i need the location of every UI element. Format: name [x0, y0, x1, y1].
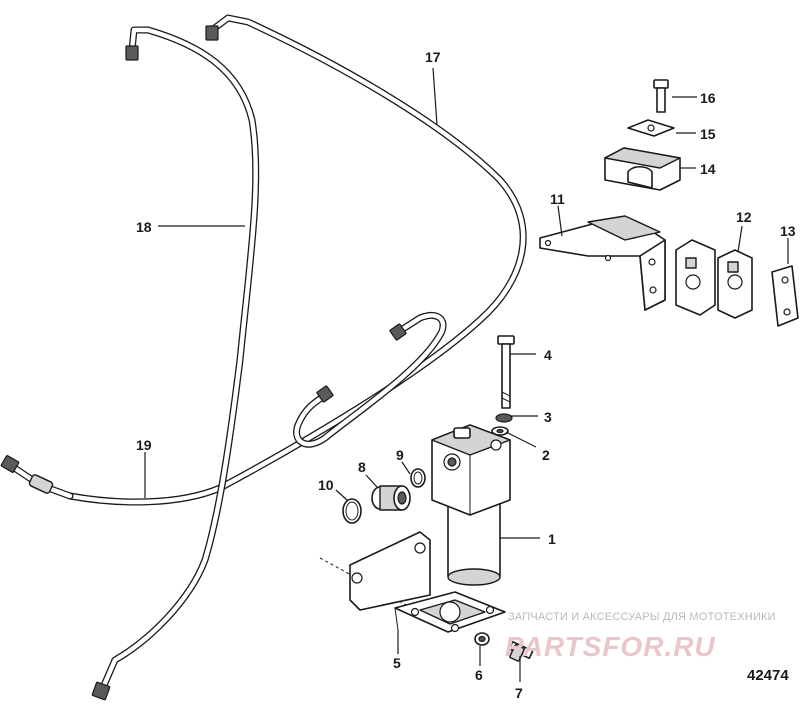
washer-2: [491, 426, 509, 436]
adapter-8: [371, 485, 411, 511]
plate-15: [627, 119, 675, 137]
tube-19: [293, 311, 447, 448]
tube-17: [66, 14, 527, 506]
callout-15: 15: [700, 126, 716, 142]
plate-13: [771, 265, 799, 327]
bolt-7: [508, 640, 534, 662]
callout-4: 4: [544, 347, 552, 363]
diagram-id: 42474: [747, 667, 789, 684]
callout-19: 19: [136, 437, 152, 453]
callout-17: 17: [425, 49, 441, 65]
leader-lines: [144, 67, 789, 682]
fitting-nut-loop-lower: [316, 385, 334, 403]
fitting-nut-top-left: [125, 45, 139, 61]
callout-5: 5: [393, 655, 401, 671]
tube-19-left-end: [6, 461, 74, 500]
callout-8: 8: [358, 459, 366, 475]
callout-3: 3: [544, 409, 552, 425]
callout-14: 14: [700, 161, 716, 177]
callout-18: 18: [136, 219, 152, 235]
fitting-nut-left: [0, 455, 20, 473]
bolt-16: [653, 79, 669, 113]
clamp-block-14: [604, 147, 681, 191]
callout-10: 10: [318, 477, 334, 493]
fitting-nut-top-center: [205, 25, 219, 41]
callout-16: 16: [700, 90, 716, 106]
callout-6: 6: [475, 667, 483, 683]
washer-6: [474, 632, 490, 646]
callout-12: 12: [736, 209, 752, 225]
callout-13: 13: [780, 223, 796, 239]
callout-1: 1: [548, 531, 556, 547]
callout-2: 2: [542, 447, 550, 463]
filter-assembly: [431, 424, 511, 586]
fitting-nut-bottom: [91, 681, 111, 701]
bracket-5: [319, 531, 506, 633]
o-ring-9: [410, 468, 426, 488]
callout-9: 9: [396, 447, 404, 463]
callout-7: 7: [515, 685, 523, 701]
bracket-11: [539, 215, 666, 311]
bolt-4: [497, 335, 515, 409]
clamp-12: [675, 239, 753, 319]
watermark-logo: PARTSFOR.RU: [505, 631, 716, 662]
callout-11: 11: [550, 191, 565, 207]
watermark-text: ЗАПЧАСТИ И АКСЕССУАРЫ ДЛЯ МОТОТЕХНИКИ: [508, 611, 776, 623]
washer-3: [495, 413, 513, 423]
tube-18: [98, 26, 260, 694]
o-ring-10: [342, 498, 362, 524]
fitting-nut-loop-upper: [389, 323, 407, 341]
